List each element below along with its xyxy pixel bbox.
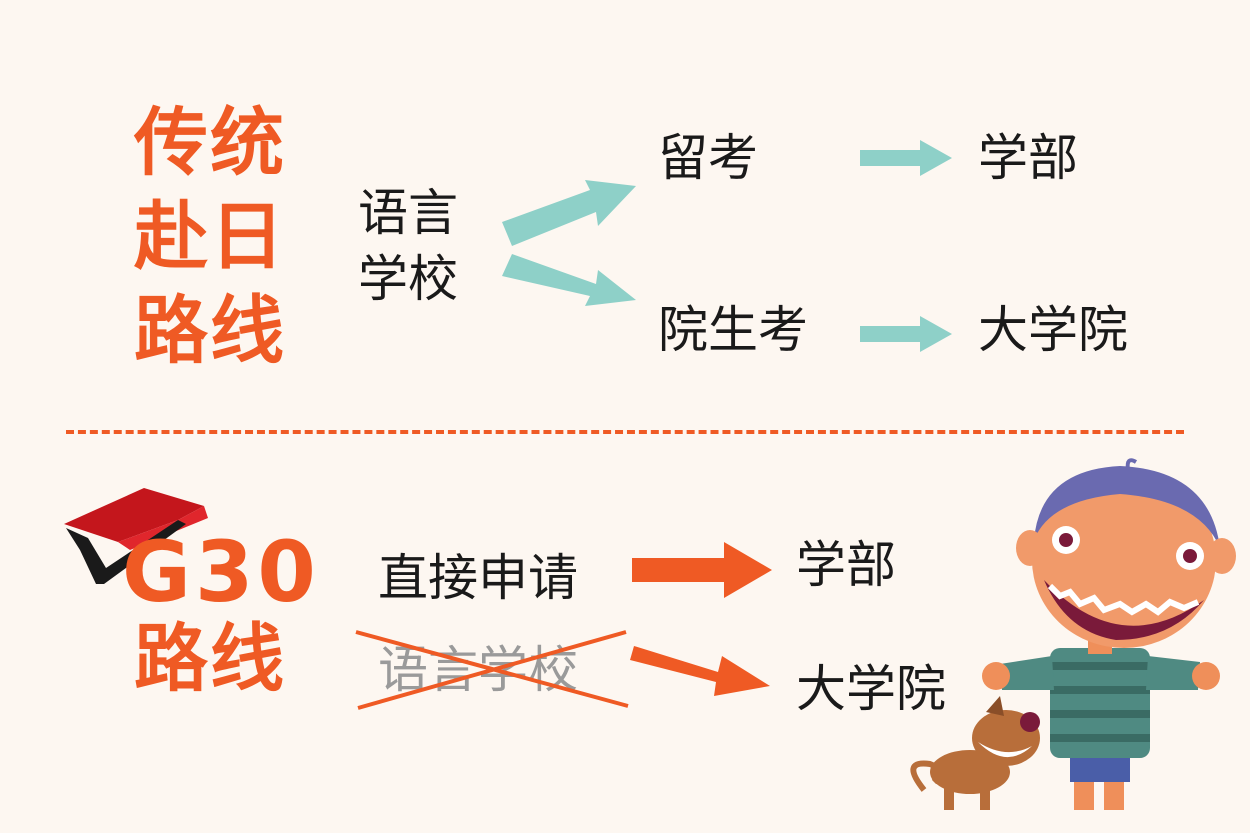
language-school-line-1: 语言 <box>358 184 458 242</box>
g30-lower-result-label: 大学院 <box>796 660 946 718</box>
traditional-title-line-3: 路线 <box>134 288 286 374</box>
teal-arrow-up <box>502 180 636 246</box>
teal-arrow-down <box>502 254 636 306</box>
g30-upper-result-label: 学部 <box>796 536 896 594</box>
strike-line-2 <box>357 630 627 710</box>
g30-logo-text: G30 <box>122 523 320 621</box>
lower-exam-label: 院生考 <box>658 301 808 359</box>
section-divider <box>66 430 1184 434</box>
direct-apply-label: 直接申请 <box>378 549 578 607</box>
graduation-cap-icon <box>64 488 208 584</box>
lower-result-label: 大学院 <box>978 301 1128 359</box>
teal-arrow-lower-right <box>860 316 952 352</box>
traditional-title-line-2: 赴日 <box>134 194 286 280</box>
upper-result-label: 学部 <box>978 129 1078 187</box>
language-school-line-2: 学校 <box>358 250 458 308</box>
upper-exam-label: 留考 <box>658 129 758 187</box>
teal-arrow-upper-right <box>860 140 952 176</box>
g30-title-line: 路线 <box>134 616 286 702</box>
orange-arrow-lower <box>630 646 770 696</box>
orange-arrow-upper <box>632 542 772 598</box>
traditional-title-line-1: 传统 <box>134 100 286 186</box>
